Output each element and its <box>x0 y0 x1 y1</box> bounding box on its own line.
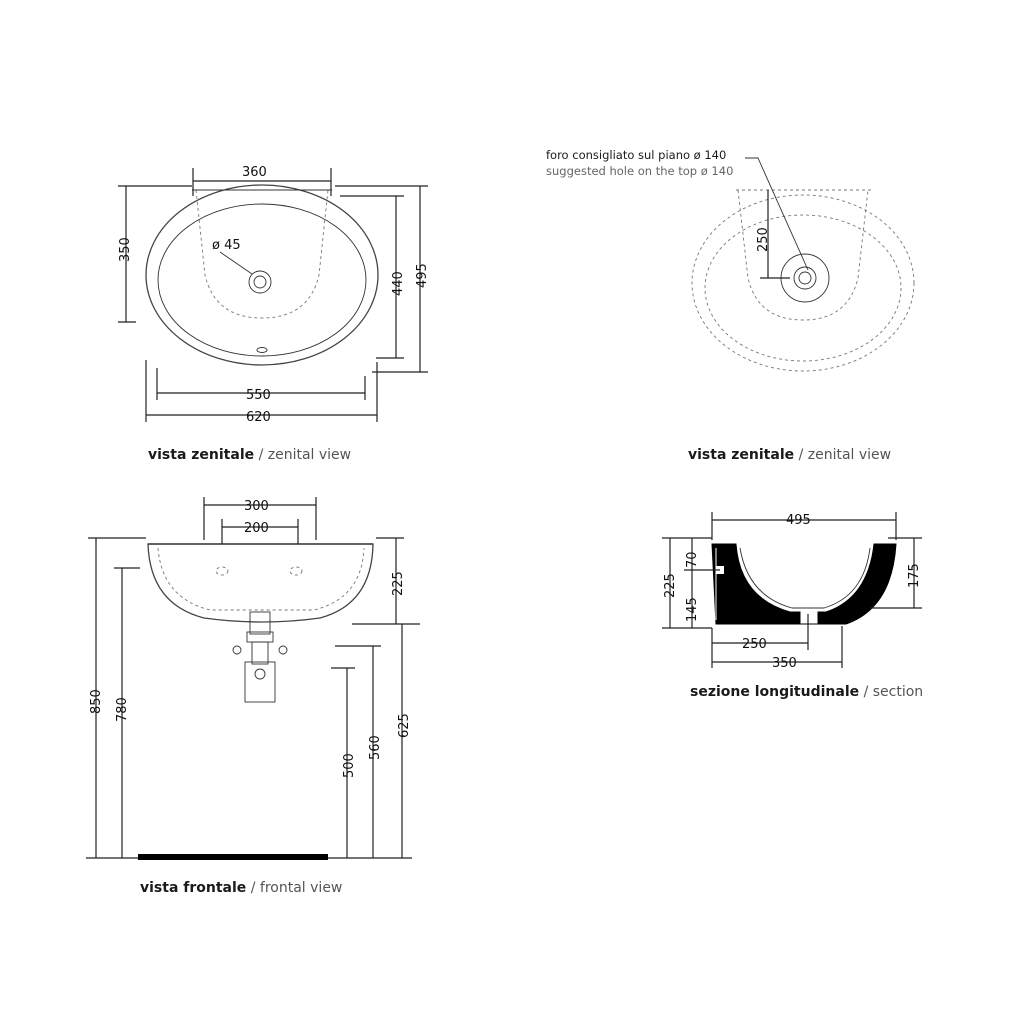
dim-label-560: 560 <box>368 735 383 760</box>
basin-outer-outline <box>145 184 379 366</box>
fixing-bolt-right <box>278 645 288 655</box>
top-view-left: 360 350 ø 45 440 495 550 620 vista zenit… <box>118 165 430 463</box>
caption-top-left: vista zenitale / zenital view <box>148 447 351 463</box>
dim-label-250-sec: 250 <box>742 637 767 652</box>
basin-inner-hidden <box>157 547 365 611</box>
drain-outer <box>248 270 272 294</box>
note-leader <box>745 157 809 271</box>
section-cut-body <box>711 543 897 625</box>
dim-label-hole-45: ø 45 <box>212 238 241 253</box>
caption-section-it: sezione longitudinale <box>690 684 859 700</box>
dim-label-300: 300 <box>244 499 269 514</box>
dim-label-625: 625 <box>397 713 412 738</box>
dim-label-175: 175 <box>907 563 922 588</box>
caption-top-left-it: vista zenitale <box>148 447 254 463</box>
basin-front-outline <box>147 543 374 623</box>
siphon-cap <box>254 668 266 680</box>
dim-label-500: 500 <box>342 753 357 778</box>
caption-section: sezione longitudinale / section <box>690 684 923 700</box>
caption-top-right: vista zenitale / zenital view <box>688 447 891 463</box>
dim-label-495-sec: 495 <box>786 513 811 528</box>
note-it: foro consigliato sul piano ø 140 <box>546 148 726 162</box>
dim-label-250-top: 250 <box>756 227 771 252</box>
dim-label-225-sec: 225 <box>663 573 678 598</box>
fixing-bolt-left <box>232 645 242 655</box>
caption-front: vista frontale / frontal view <box>140 880 342 896</box>
siphon-nut <box>246 631 274 643</box>
siphon-pipe <box>251 641 269 665</box>
drain-center <box>793 266 817 290</box>
caption-top-right-en: / zenital view <box>794 447 891 463</box>
tap-deck-hidden-outline <box>195 189 329 319</box>
drain-inner <box>253 275 267 289</box>
dim-label-495: 495 <box>415 263 430 288</box>
dim-label-440: 440 <box>391 271 406 296</box>
drain-core <box>798 271 812 285</box>
section-inner-highlight <box>739 547 871 609</box>
tap-deck-hidden <box>737 189 869 321</box>
dim-label-350: 350 <box>118 237 133 262</box>
dim-label-200: 200 <box>244 521 269 536</box>
dim-label-850: 850 <box>89 689 104 714</box>
drain-leader <box>219 251 253 275</box>
dim-label-620: 620 <box>246 410 271 425</box>
siphon-neck <box>249 611 271 635</box>
dim-label-145: 145 <box>685 597 700 622</box>
floor-slab <box>138 854 328 860</box>
dim-label-360: 360 <box>242 165 267 180</box>
caption-front-it: vista frontale <box>140 880 246 896</box>
basin-inner-outline <box>157 203 367 357</box>
tap-hole-right <box>289 566 303 576</box>
dim-label-550: 550 <box>246 388 271 403</box>
section-view: 495 225 70 145 175 250 350 sezione longi… <box>662 512 923 700</box>
dim-label-225: 225 <box>391 571 406 596</box>
overflow-hole <box>256 347 268 353</box>
caption-top-right-it: vista zenitale <box>688 447 794 463</box>
dim-label-70: 70 <box>685 551 700 568</box>
tap-hole-left <box>215 566 229 576</box>
caption-section-en: / section <box>859 684 923 700</box>
basin-outer-hidden <box>691 194 915 372</box>
top-view-right: 250 foro consigliato sul piano ø 140 sug… <box>546 148 915 463</box>
siphon-trap <box>244 661 276 703</box>
basin-inner-hidden <box>704 214 902 362</box>
caption-front-en: / frontal view <box>246 880 342 896</box>
dim-label-780: 780 <box>115 697 130 722</box>
dim-label-350-sec: 350 <box>772 656 797 671</box>
caption-top-left-en: / zenital view <box>254 447 351 463</box>
note-en: suggested hole on the top ø 140 <box>546 164 733 178</box>
front-view: 300 200 225 850 780 500 560 625 vi <box>86 497 420 896</box>
